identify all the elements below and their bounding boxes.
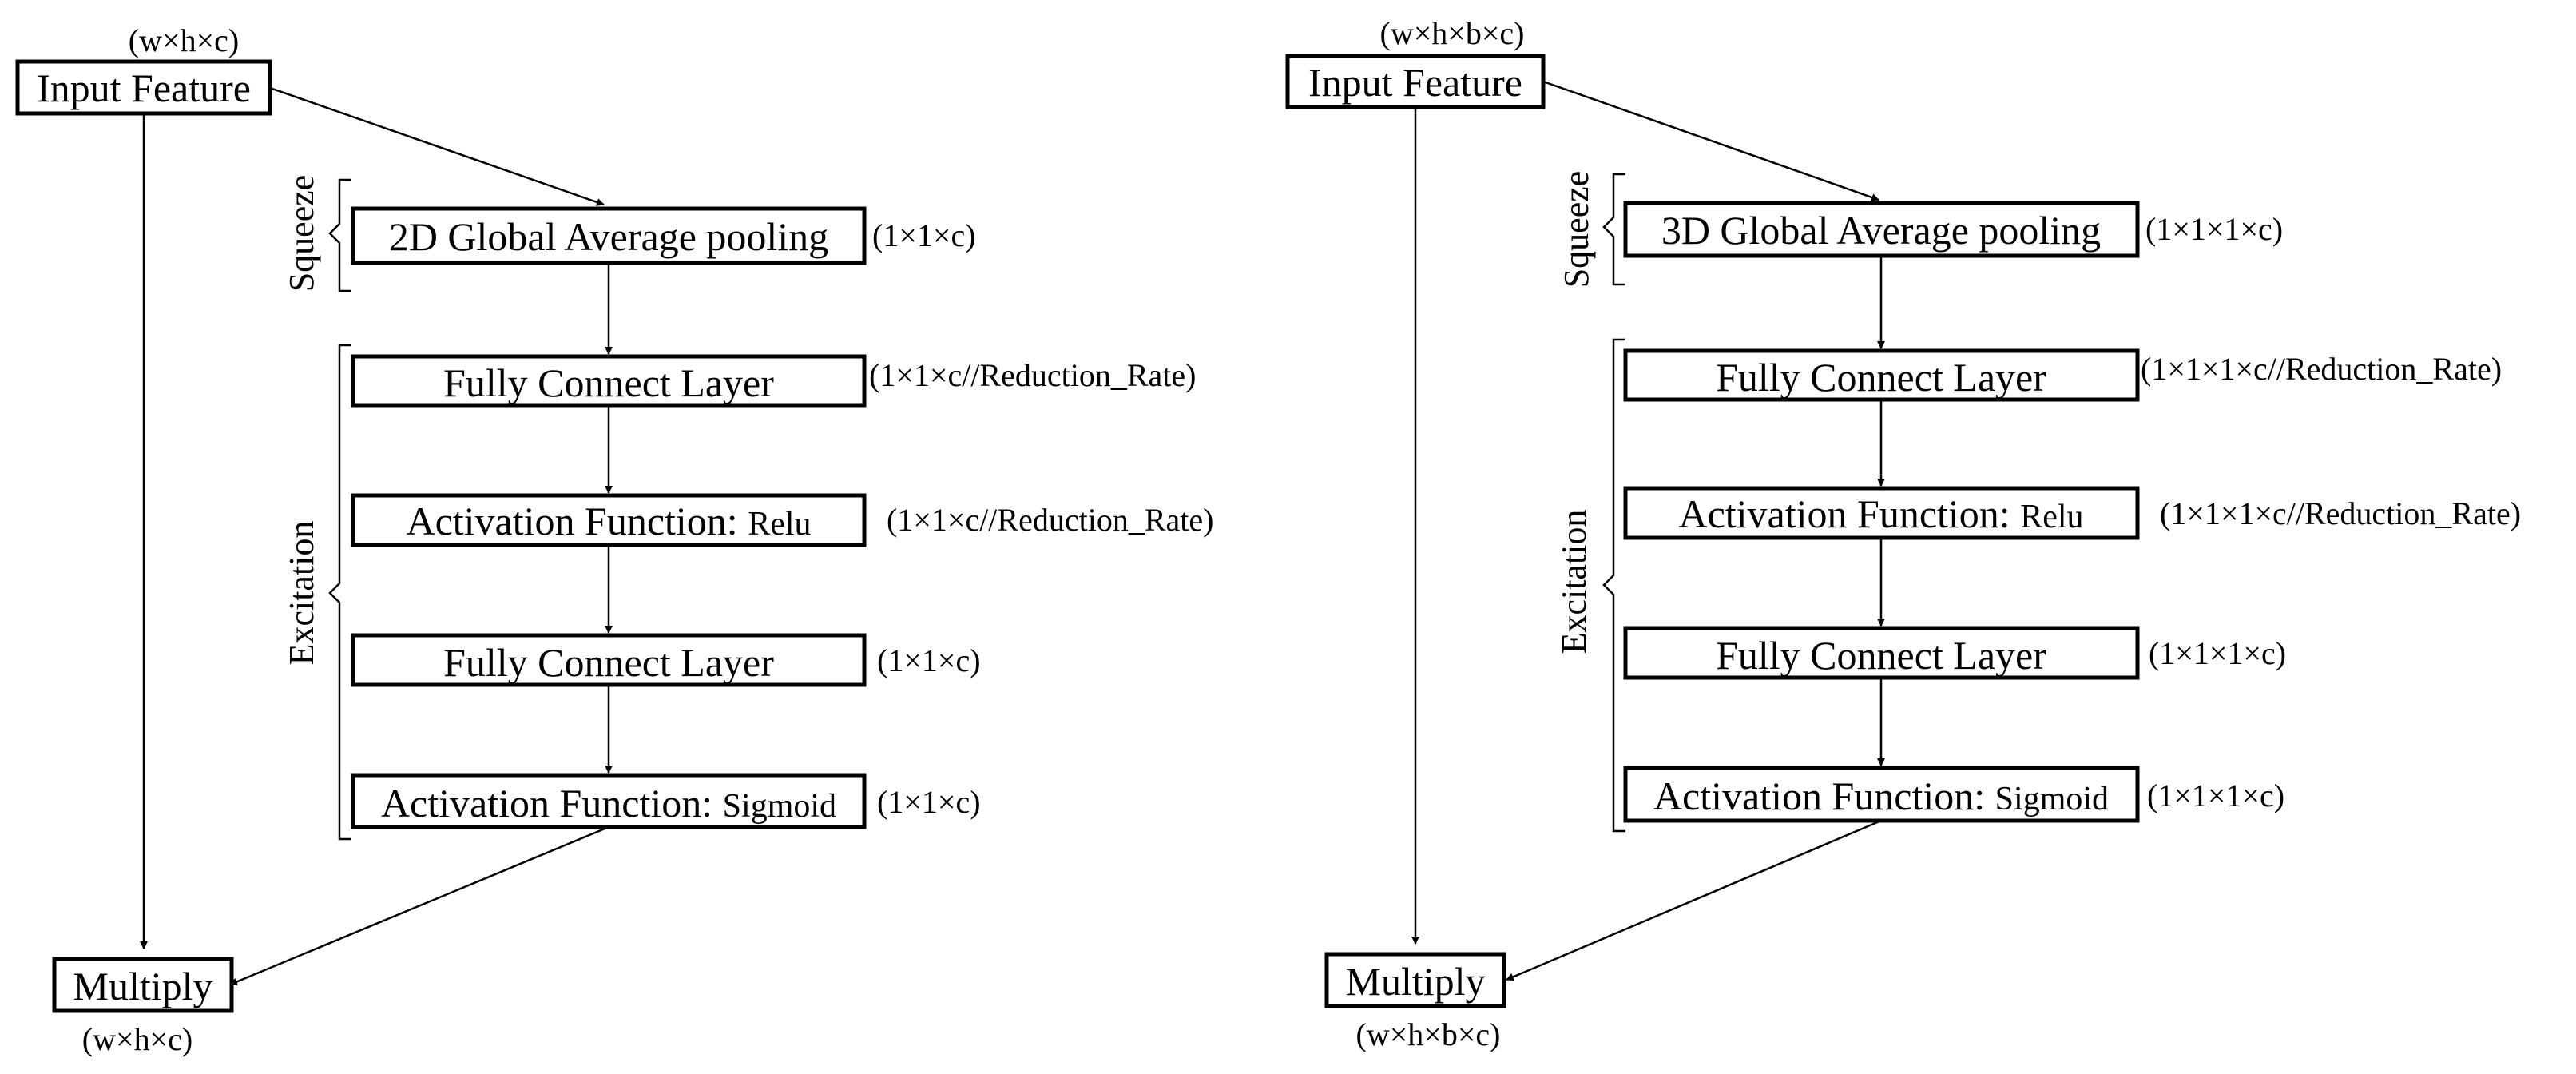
left-relu-prefix: Activation Function: [406, 499, 737, 543]
right-relu-prefix: Activation Function: [1678, 491, 2010, 536]
right-squeeze-brace [1602, 173, 1625, 286]
left-squeeze-label: Squeeze [282, 175, 321, 292]
left-fc1-dim: (1×1×c//Reduction_Rate) [869, 357, 1196, 393]
right-se-diagram: (w×h×b×c) Input Feature Squeeze Excitati… [1285, 15, 2521, 1052]
right-excitation-brace [1602, 338, 1625, 833]
left-relu-dim: (1×1×c//Reduction_Rate) [887, 502, 1213, 538]
left-relu-name: Relu [748, 506, 811, 543]
left-fc1-box [351, 354, 867, 408]
left-sigmoid-to-multiply-arrow [229, 825, 609, 986]
left-fc2-box [351, 633, 867, 687]
left-fc2-dim: (1×1×c) [877, 642, 981, 678]
right-squeeze-label: Squeeze [1557, 171, 1596, 288]
left-input-feature-label: Input Feature [37, 66, 251, 110]
right-sigmoid-to-multiply-arrow [1506, 819, 1882, 981]
right-input-to-pool-arrow [1542, 80, 1879, 201]
right-relu-name: Relu [2020, 499, 2083, 535]
left-relu-text: Activation Function: Relu [406, 499, 811, 543]
left-pool-dim: (1×1×c) [872, 217, 976, 253]
right-fc2-label: Fully Connect Layer [1716, 633, 2046, 678]
left-se-diagram: (w×h×c) Input Feature Squeeze Excitation… [15, 22, 1213, 1057]
right-sigmoid-name: Sigmoid [1995, 781, 2109, 817]
right-relu-text: Activation Function: Relu [1678, 491, 2083, 536]
left-input-dim: (w×h×c) [129, 22, 239, 58]
right-sigmoid-text: Activation Function: Sigmoid [1653, 774, 2109, 818]
right-fc1-label: Fully Connect Layer [1716, 355, 2046, 400]
right-sigmoid-dim: (1×1×1×c) [2147, 778, 2284, 813]
left-sigmoid-prefix: Activation Function: [381, 781, 712, 825]
right-input-dim: (w×h×b×c) [1380, 15, 1525, 51]
right-fc2-box [1623, 626, 2140, 680]
right-pool-dim: (1×1×1×c) [2145, 211, 2283, 247]
right-excitation-label: Excitation [1554, 510, 1594, 654]
left-input-to-pool-arrow [269, 86, 605, 206]
right-sigmoid-prefix: Activation Function: [1653, 774, 1985, 818]
left-sigmoid-box [351, 773, 867, 829]
left-sigmoid-name: Sigmoid [723, 788, 836, 825]
right-fc1-dim: (1×1×1×c//Reduction_Rate) [2141, 351, 2502, 387]
right-fc2-dim: (1×1×1×c) [2149, 635, 2286, 671]
left-sigmoid-text: Activation Function: Sigmoid [381, 781, 836, 825]
right-sigmoid-box [1623, 766, 2140, 823]
right-input-feature-label: Input Feature [1308, 60, 1522, 105]
right-pool-label: 3D Global Average pooling [1661, 208, 2101, 253]
left-excitation-brace [328, 344, 351, 841]
left-output-dim: (w×h×c) [82, 1021, 193, 1057]
left-multiply-box [52, 957, 234, 1013]
left-fc2-label: Fully Connect Layer [443, 640, 774, 685]
left-pool-label: 2D Global Average pooling [389, 214, 828, 259]
left-excitation-label: Excitation [282, 521, 321, 666]
left-pool-box [351, 206, 867, 265]
right-multiply-label: Multiply [1345, 959, 1485, 1004]
right-multiply-box [1324, 952, 1506, 1008]
left-squeeze-brace [328, 178, 351, 292]
left-multiply-label: Multiply [73, 964, 212, 1008]
left-fc1-label: Fully Connect Layer [443, 360, 774, 405]
right-relu-dim: (1×1×1×c//Reduction_Rate) [2160, 495, 2521, 531]
right-output-dim: (w×h×b×c) [1356, 1016, 1501, 1052]
right-input-feature-box [1285, 54, 1546, 109]
left-sigmoid-dim: (1×1×c) [877, 784, 981, 820]
